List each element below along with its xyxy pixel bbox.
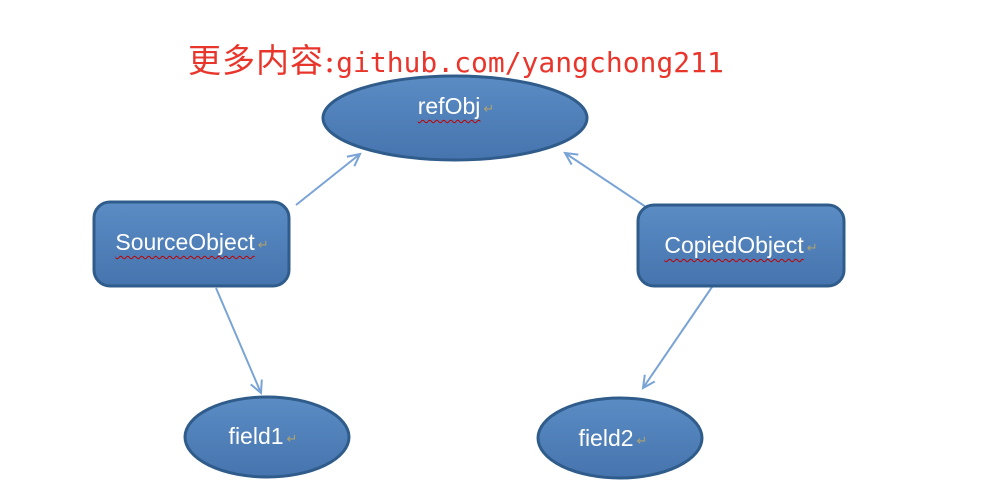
node-label-field1: field1↵ <box>229 423 298 451</box>
node-sourceobject-shape <box>92 200 291 288</box>
node-label-text: refObj <box>417 93 481 120</box>
paragraph-return-mark: ↵ <box>257 237 269 253</box>
node-field2-shape <box>536 396 704 480</box>
node-copiedobject-shape <box>636 203 846 288</box>
node-label-sourceobject: SourceObject↵ <box>115 229 268 257</box>
watermark-text: 更多内容:github.com/yangchong211 <box>188 34 724 82</box>
node-field1-shape <box>183 395 351 479</box>
watermark-link: github.com/yangchong211 <box>336 46 724 79</box>
node-label-text: field1 <box>228 423 284 450</box>
node-label-text: CopiedObject <box>664 232 804 259</box>
edge-sourceobject-to-field1 <box>215 287 263 396</box>
node-label-refobj: refObj↵ <box>418 93 495 121</box>
edge-sourceobject-to-refobj <box>295 152 362 206</box>
watermark-prefix: 更多内容: <box>188 41 337 80</box>
node-label-text: SourceObject <box>115 229 255 256</box>
paragraph-return-mark: ↵ <box>483 101 495 117</box>
node-label-text: field2 <box>578 425 634 452</box>
edge-copiedobject-to-field2 <box>641 286 713 390</box>
node-label-copiedobject: CopiedObject↵ <box>664 232 817 260</box>
paragraph-return-mark: ↵ <box>806 240 818 256</box>
edge-copiedobject-to-refobj <box>563 151 647 208</box>
paragraph-return-mark: ↵ <box>286 431 298 447</box>
paragraph-return-mark: ↵ <box>636 433 648 449</box>
node-refobj-shape <box>321 74 589 162</box>
node-label-field2: field2↵ <box>579 425 648 453</box>
